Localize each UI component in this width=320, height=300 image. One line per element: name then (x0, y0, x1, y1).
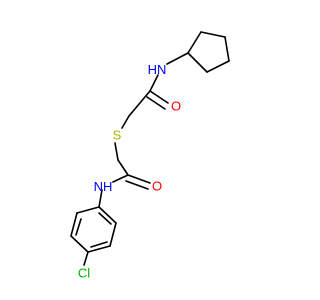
bond (98, 189, 103, 208)
bond (128, 90, 151, 117)
bond (112, 174, 129, 183)
bond (187, 52, 208, 73)
bond (146, 96, 166, 110)
carbonyl-upper (146, 90, 169, 110)
molecule-canvas: HN O S O NH Cl (70, 31, 230, 281)
atom-label-s: S (113, 128, 122, 143)
bond (121, 115, 130, 129)
bond (200, 31, 226, 38)
atom-label-nh-upper: HN (148, 62, 167, 77)
bond (76, 206, 100, 214)
atom-label-o-lower: O (152, 179, 162, 194)
bond (109, 222, 117, 247)
bond (166, 52, 189, 65)
carbonyl-lower (125, 174, 151, 190)
bond (83, 251, 89, 266)
chlorophenyl-ring (70, 206, 117, 253)
bond (125, 180, 149, 190)
cyclopentyl-ring (187, 31, 230, 73)
molecule-structure: HN O S O NH Cl (70, 31, 230, 281)
atom-label-cl: Cl (78, 266, 90, 281)
bond (90, 241, 108, 248)
bond (149, 74, 159, 92)
bond (187, 31, 202, 54)
bond (127, 174, 151, 184)
atom-label-nh-lower: NH (94, 179, 113, 194)
bond (206, 60, 230, 73)
bond (98, 212, 112, 225)
bond (114, 142, 119, 161)
bond (75, 218, 82, 236)
bond (224, 36, 230, 62)
bond (149, 90, 169, 104)
bond (98, 206, 117, 224)
atom-label-o-upper: O (171, 99, 181, 114)
bond (87, 245, 111, 253)
bond (70, 235, 89, 253)
bond (70, 212, 78, 237)
bond (117, 159, 129, 176)
